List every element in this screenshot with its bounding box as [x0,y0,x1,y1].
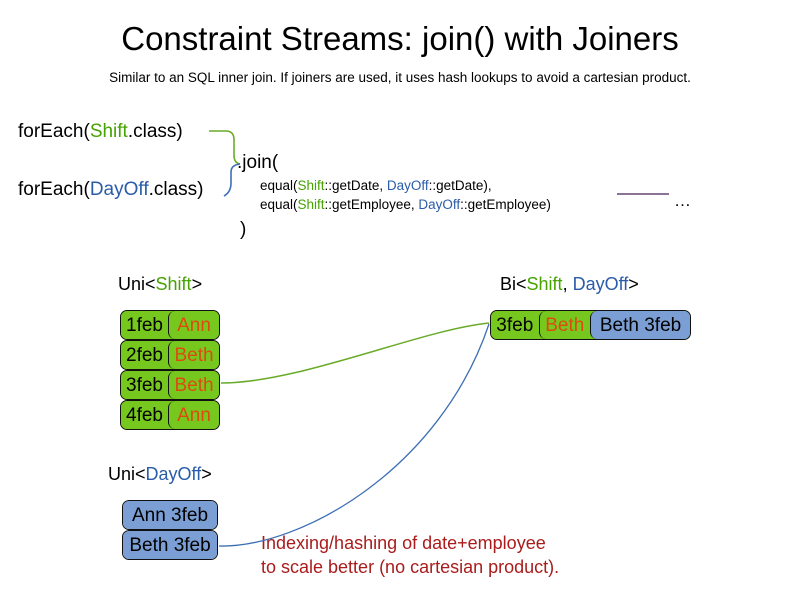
code-joiner-arg-1: equal(Shift::getDate, DayOff::getDate), [260,178,492,193]
uni-dayoff-class: DayOff [145,464,202,484]
bi-middle: , [562,274,573,294]
foreach-dayoff-class: DayOff [89,179,149,200]
uni-shift-suffix: > [191,274,203,294]
code-join-open: .join( [237,152,279,173]
connector-shift-to-bi [220,322,490,384]
table-row[interactable]: 4feb Ann [120,400,220,430]
label-bi-shift-dayoff: Bi<Shift, DayOff> [500,274,639,295]
bi-prefix: Bi< [500,274,527,294]
uni-dayoff-prefix: Uni< [108,464,146,484]
label-uni-dayoff: Uni<DayOff> [108,464,212,485]
arg1-right-method: ::getDate), [428,178,492,193]
shift-employee: Ann [168,401,219,429]
annotation-text: Indexing/hashing of date+employee to sca… [261,531,559,579]
arg1-left-method: ::getDate, [324,178,387,193]
dayoff-pair: Ann 3feb [123,501,217,529]
shift-employee: Beth [168,341,219,369]
table-row[interactable]: 2feb Beth [120,340,220,370]
code-foreach-shift: forEach(Shift.class) [18,121,183,143]
table-row[interactable]: Ann 3feb [122,500,218,530]
shift-date: 4feb [121,401,169,429]
bi-shift-employee: Beth [538,311,591,339]
uni-dayoff-suffix: > [201,464,212,484]
bi-shift-date: 3feb [491,311,539,339]
code-join-close: ) [240,219,247,240]
arg2-prefix: equal( [260,197,298,212]
foreach-shift-suffix: .class) [127,121,183,142]
shift-employee: Ann [168,311,219,339]
bi-dayoff-pair: Beth 3feb [590,311,690,339]
bi-suffix: > [628,274,639,294]
bi-class-b: DayOff [572,274,629,294]
connector-dayoff-to-bi [218,323,490,547]
shift-date: 2feb [121,341,169,369]
foreach-shift-prefix: forEach( [18,121,90,142]
arg2-left-method: ::getEmployee, [324,197,419,212]
arg2-right-class: DayOff [418,197,461,212]
arg1-prefix: equal( [260,178,298,193]
bi-fact-row[interactable]: 3feb Beth Beth 3feb [490,310,691,340]
foreach-dayoff-prefix: forEach( [18,179,90,200]
label-uni-shift: Uni<Shift> [118,274,202,295]
annotation-line-1: Indexing/hashing of date+employee [261,533,546,553]
arg2-right-method: ::getEmployee) [460,197,551,212]
dayoff-pair: Beth 3feb [123,531,217,559]
code-ellipsis: … [674,191,691,210]
code-foreach-dayoff: forEach(DayOff.class) [18,179,204,201]
code-joiner-arg-2: equal(Shift::getEmployee, DayOff::getEmp… [260,197,551,212]
table-row[interactable]: Beth 3feb [122,530,218,560]
shift-date: 3feb [121,371,169,399]
arg2-left-class: Shift [297,197,325,212]
table-row[interactable]: 3feb Beth [120,370,220,400]
page-subtitle: Similar to an SQL inner join. If joiners… [109,70,691,85]
arg1-left-class: Shift [297,178,325,193]
uni-dayoff-stack: Ann 3feb Beth 3feb [122,500,218,560]
arg1-right-class: DayOff [386,178,429,193]
uni-shift-prefix: Uni< [118,274,156,294]
table-row[interactable]: 1feb Ann [120,310,220,340]
foreach-dayoff-suffix: .class) [148,179,204,200]
uni-shift-stack: 1feb Ann 2feb Beth 3feb Beth 4feb Ann [120,310,220,430]
page-title: Constraint Streams: join() with Joiners [121,20,679,57]
shift-date: 1feb [121,311,169,339]
connector-brace-shift [209,130,241,165]
shift-employee: Beth [168,371,219,399]
foreach-shift-class: Shift [89,121,128,142]
annotation-line-2: to scale better (no cartesian product). [261,557,560,577]
uni-shift-class: Shift [155,274,192,294]
bi-class-a: Shift [526,274,563,294]
